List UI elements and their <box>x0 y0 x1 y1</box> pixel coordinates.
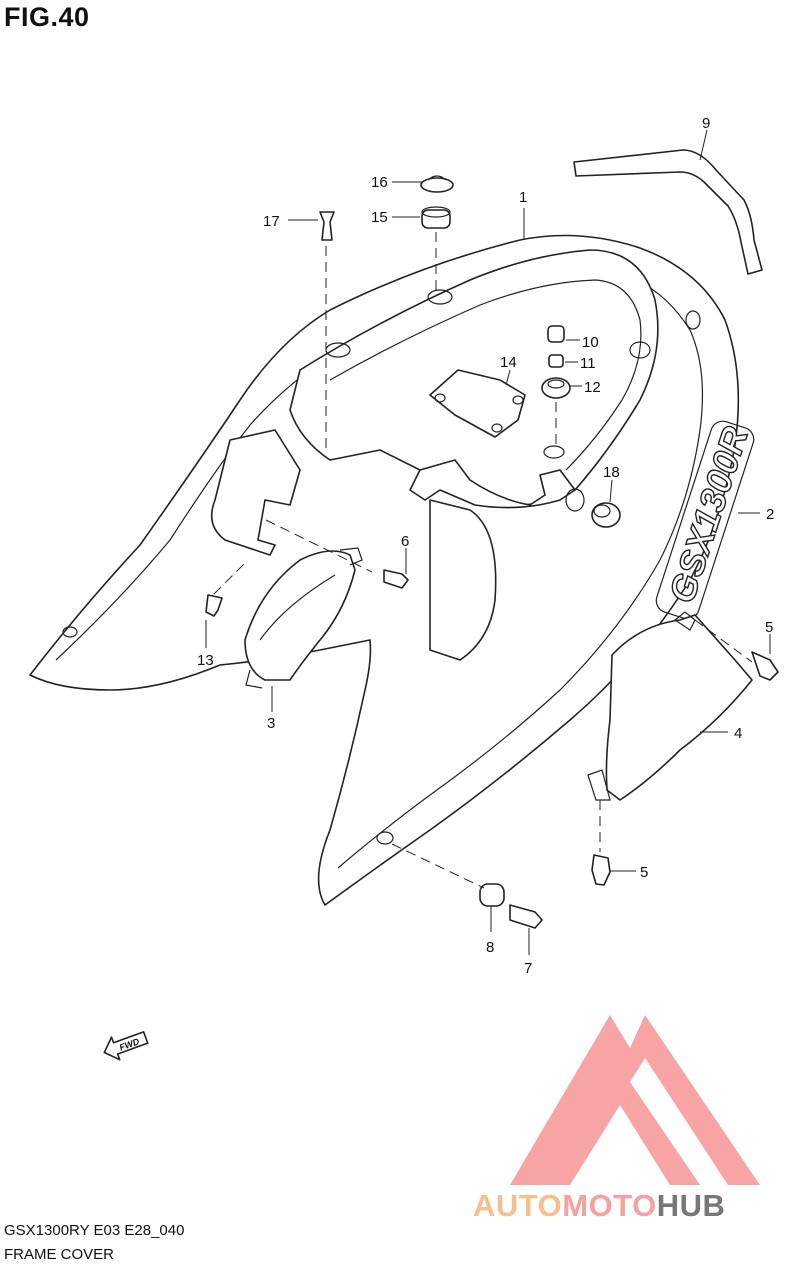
part-1-left-bracket <box>210 429 301 556</box>
part-9-rail <box>573 149 763 275</box>
frame-hole <box>427 289 453 305</box>
part-8-grommet <box>479 883 505 907</box>
callout-18: 18 <box>603 464 620 481</box>
part-4-tab-bottom <box>587 769 611 801</box>
callout-13: 13 <box>197 652 214 669</box>
part-10-bolt <box>547 325 565 343</box>
brand-moto: MOTO <box>562 1188 657 1223</box>
frame-hole <box>62 626 78 638</box>
part-4-side-panel <box>605 614 753 801</box>
part-5-clip-bottom <box>591 854 611 886</box>
frame-hole <box>543 445 565 459</box>
figure-title: FIG.40 <box>4 2 90 32</box>
callout-5-top: 5 <box>765 619 773 636</box>
callout-2: 2 <box>766 506 774 523</box>
callout-11: 11 <box>580 355 596 372</box>
callout-5-bottom: 5 <box>640 864 648 881</box>
brand-logo-icon <box>510 1015 760 1185</box>
fwd-arrow-icon: FWD <box>103 1031 149 1061</box>
callout-7: 7 <box>524 960 532 977</box>
brand-auto: AUTO <box>473 1188 563 1223</box>
logo-triangle <box>510 1015 760 1185</box>
part-16-cap <box>420 175 454 193</box>
callout-9: 9 <box>702 115 710 132</box>
bracket-hole <box>512 395 524 405</box>
callout-3: 3 <box>267 715 275 732</box>
callout-1: 1 <box>519 189 527 206</box>
callout-17: 17 <box>263 213 280 230</box>
part-11-nut <box>548 354 564 368</box>
part-17-clip <box>319 211 335 241</box>
part-7-screw <box>509 904 543 929</box>
brand-wordmark: AUTOMOTOHUB <box>473 1188 725 1224</box>
part-18-plug <box>591 502 621 528</box>
part-5-clip-top <box>751 651 779 681</box>
part-12-grommet <box>541 377 571 399</box>
callout-4: 4 <box>734 725 742 742</box>
part-1-opening-lip <box>329 279 642 471</box>
frame-hole <box>565 488 585 512</box>
callout-16: 16 <box>371 174 388 191</box>
bracket-hole <box>434 393 446 403</box>
part-6-screw <box>383 569 409 589</box>
part-1-tray <box>409 459 576 509</box>
callout-10: 10 <box>582 334 599 351</box>
callout-12: 12 <box>584 379 601 396</box>
brand-hub: HUB <box>656 1188 726 1223</box>
part-3-rib <box>259 574 336 641</box>
frame-hole <box>685 310 701 330</box>
part-1-inner-strut <box>429 499 497 661</box>
callout-8: 8 <box>486 939 494 956</box>
callout-6: 6 <box>401 533 409 550</box>
part-13-clip <box>205 594 223 617</box>
bracket-hole <box>491 423 503 433</box>
frame-hole <box>629 341 651 359</box>
part-15-grommet <box>421 206 451 229</box>
part-3-cover <box>244 550 356 681</box>
model-code: GSX1300RY E03 E28_040 <box>4 1222 185 1239</box>
callout-14: 14 <box>500 354 517 371</box>
part-3-tab-low <box>245 669 263 689</box>
part-3-tab <box>339 547 363 566</box>
callout-15: 15 <box>371 209 388 226</box>
frame-hole <box>376 831 394 845</box>
section-name: FRAME COVER <box>4 1246 115 1263</box>
part-14-bracket <box>429 369 526 438</box>
